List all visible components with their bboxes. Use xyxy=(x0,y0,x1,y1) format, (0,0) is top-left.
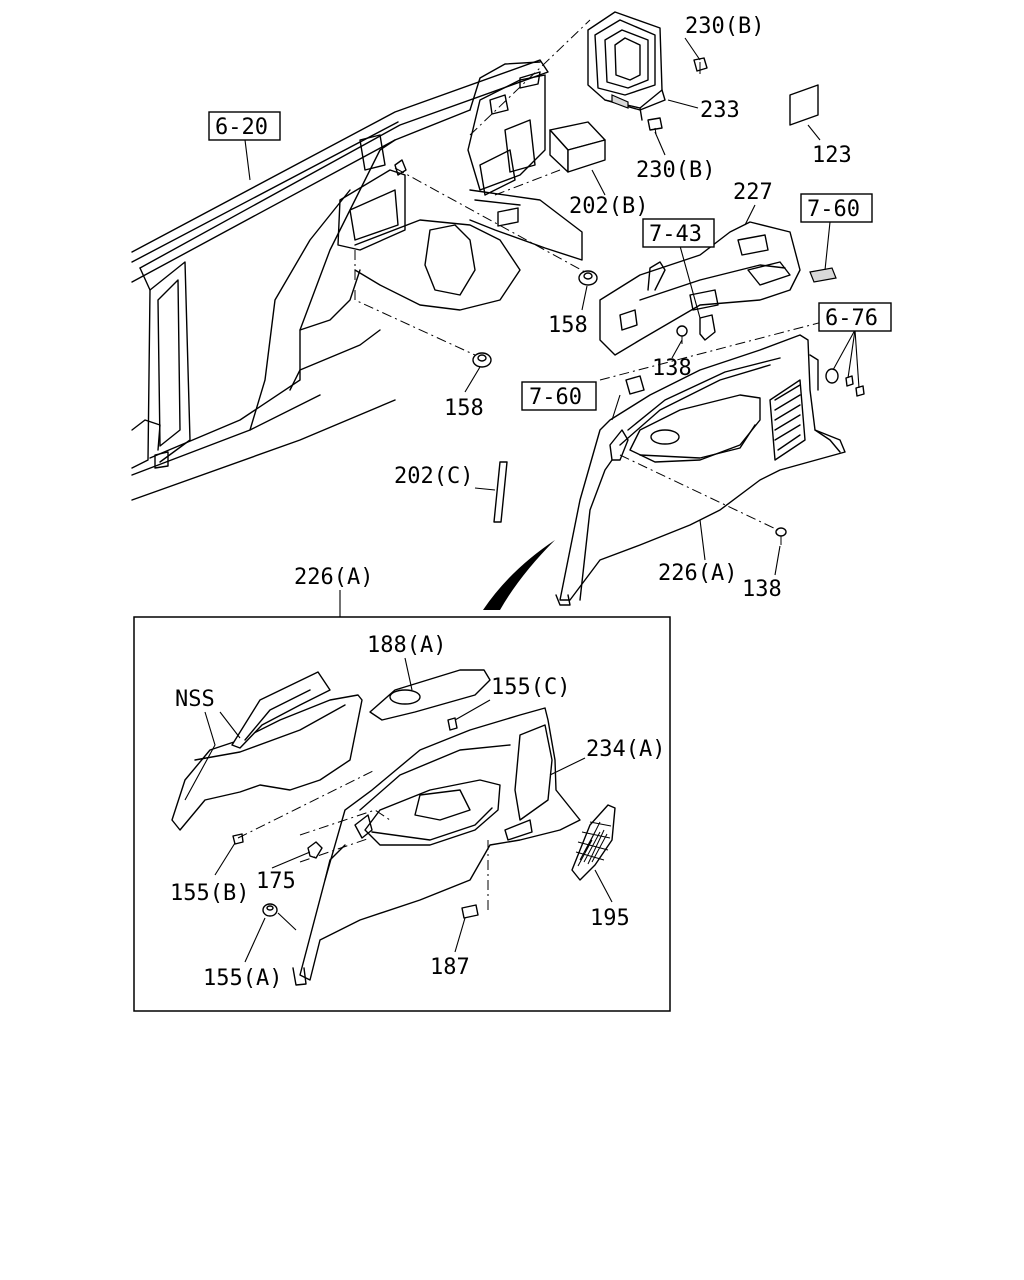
part-6-76-clips xyxy=(825,368,865,397)
label-234a: 234(A) xyxy=(586,737,665,762)
part-nss-panel xyxy=(171,671,363,831)
part-138-screw-lower xyxy=(775,527,787,545)
ref-box-7-43 xyxy=(642,218,715,248)
part-158-clip-upper xyxy=(578,270,598,286)
label-226a-inset: 226(A) xyxy=(294,565,373,590)
part-clip-7-43 xyxy=(699,314,716,341)
label-nss: NSS xyxy=(175,687,215,712)
label-226a-panel: 226(A) xyxy=(658,561,737,586)
label-202c: 202(C) xyxy=(394,464,473,489)
part-230b-clip-top xyxy=(693,57,708,74)
label-230b-top: 230(B) xyxy=(685,14,764,39)
body-shell xyxy=(131,59,583,501)
part-123-pad xyxy=(789,84,819,126)
label-123: 123 xyxy=(812,143,852,168)
ref-box-7-60-top xyxy=(800,193,873,223)
part-230b-clip-bottom xyxy=(647,117,663,135)
ref-box-7-60-mid xyxy=(521,381,597,411)
ref-6-20-label: 6-20 xyxy=(215,115,268,140)
label-138-upper: 138 xyxy=(652,356,692,381)
label-187: 187 xyxy=(430,955,470,980)
part-small-bracket xyxy=(625,375,645,395)
ref-box-6-20 xyxy=(208,111,281,141)
label-233: 233 xyxy=(700,98,740,123)
label-155a: 155(A) xyxy=(203,966,282,991)
part-138-screw-upper xyxy=(676,325,688,344)
label-175: 175 xyxy=(256,869,296,894)
part-226a-quarter-trim xyxy=(555,334,846,606)
ref-7-60-top-label: 7-60 xyxy=(807,197,860,222)
part-188a-cover xyxy=(369,669,491,721)
ref-box-6-76 xyxy=(818,302,892,332)
ref-7-43-label: 7-43 xyxy=(649,222,702,247)
part-233-bracket xyxy=(587,11,666,121)
label-155c: 155(C) xyxy=(491,675,570,700)
part-187-block xyxy=(461,904,479,919)
label-155b: 155(B) xyxy=(170,881,249,906)
inset-pointer-arrow xyxy=(483,540,555,610)
part-234a-trim xyxy=(292,707,581,986)
label-158-lower: 158 xyxy=(444,396,484,421)
ref-6-76-label: 6-76 xyxy=(825,306,878,331)
part-195-grille xyxy=(571,804,616,881)
part-202b-block xyxy=(549,121,606,173)
part-155b-clip xyxy=(232,833,244,845)
ref-7-60-mid-label: 7-60 xyxy=(529,385,582,410)
part-155c-clip xyxy=(447,717,458,731)
part-227-upper-trim xyxy=(599,221,837,356)
inset-frame xyxy=(133,616,671,1012)
part-158-clip-lower xyxy=(472,352,492,368)
label-202b: 202(B) xyxy=(569,194,648,219)
part-175-part xyxy=(307,841,323,859)
part-155a-clip xyxy=(262,903,278,917)
label-230b-bottom: 230(B) xyxy=(636,158,715,183)
label-158-upper: 158 xyxy=(548,313,588,338)
label-188a: 188(A) xyxy=(367,633,446,658)
label-227: 227 xyxy=(733,180,773,205)
label-138-lower: 138 xyxy=(742,577,782,602)
label-195: 195 xyxy=(590,906,630,931)
part-202c-strip xyxy=(493,461,508,523)
